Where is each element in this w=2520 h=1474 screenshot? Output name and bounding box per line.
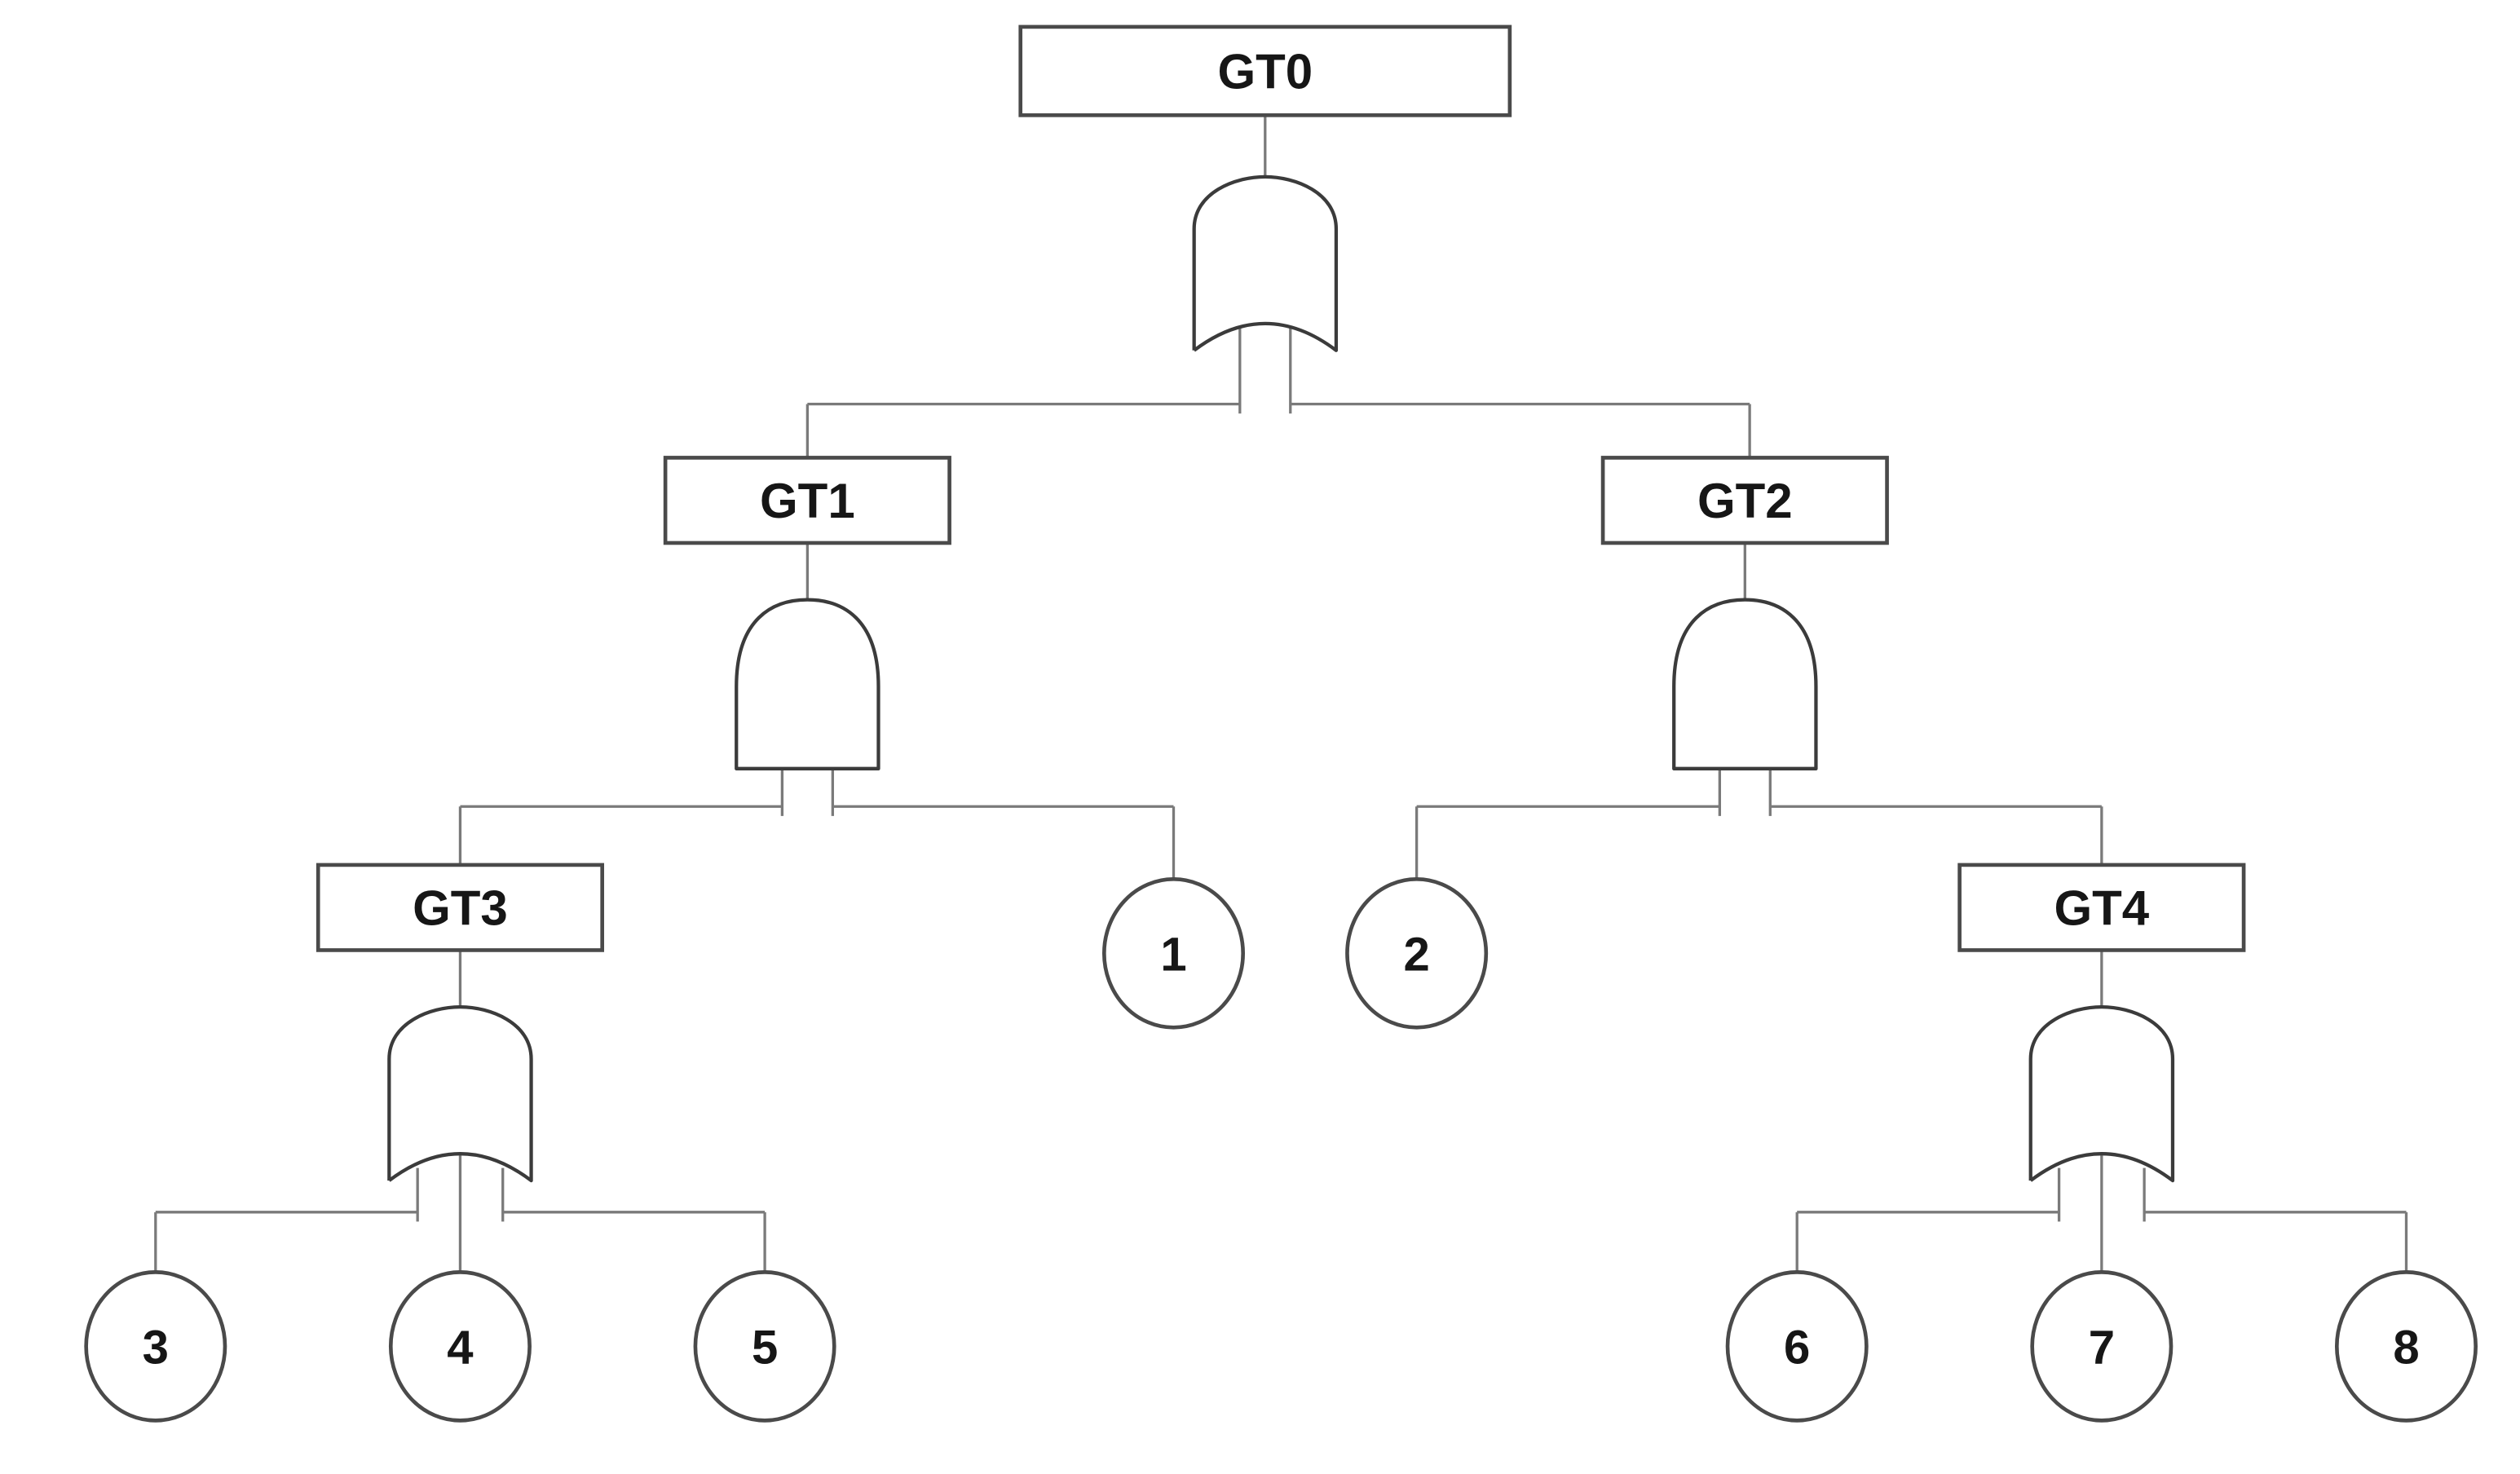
- gt3-label: GT3: [413, 880, 508, 935]
- gt1-box: [663, 456, 951, 545]
- basic-event-4: 4: [388, 1270, 532, 1423]
- wire-gt2-gate-stubs: [1718, 768, 1772, 816]
- gate-symbols: [387, 174, 2175, 1183]
- event-3-label: 3: [143, 1322, 169, 1375]
- wire-gt3-branch-drops: [154, 1211, 766, 1273]
- and-gate-icon: [735, 598, 880, 770]
- basic-event-2: 2: [1345, 877, 1489, 1030]
- event-2-label: 2: [1403, 929, 1429, 982]
- basic-event-3: 3: [84, 1270, 227, 1423]
- gate-node-gt0: GT0: [1018, 24, 1512, 117]
- event-8-circle: [2334, 1270, 2478, 1423]
- event-1-circle: [1102, 877, 1246, 1030]
- gate-node-gt2: GT2: [1600, 456, 1889, 545]
- wire-gt2-branch-drops: [1414, 806, 2103, 880]
- event-4-label: 4: [447, 1322, 473, 1375]
- event-8-label: 8: [2393, 1322, 2419, 1375]
- event-6-circle: [1725, 1270, 1869, 1423]
- gate-node-gt1: GT1: [663, 456, 951, 545]
- and-gate-icon: [1672, 598, 1818, 770]
- gt0-box: [1018, 24, 1512, 117]
- basic-event-7: 7: [2030, 1270, 2174, 1423]
- or-gate-icon: [1192, 174, 1339, 352]
- wire-gt0-branch-drops: [805, 404, 1751, 458]
- basic-event-6: 6: [1725, 1270, 1869, 1423]
- event-6-label: 6: [1784, 1322, 1810, 1375]
- basic-event-5: 5: [693, 1270, 836, 1423]
- event-2-circle: [1345, 877, 1489, 1030]
- event-3-circle: [84, 1270, 227, 1423]
- connector-wires: [154, 115, 2408, 1273]
- gt2-label: GT2: [1697, 474, 1793, 528]
- basic-event-8: 8: [2334, 1270, 2478, 1423]
- event-7-label: 7: [2089, 1322, 2115, 1375]
- wire-gt0-gate-stubs: [1238, 326, 1292, 414]
- event-5-circle: [693, 1270, 836, 1423]
- gt4-label: GT4: [2054, 880, 2150, 935]
- gt2-box: [1600, 456, 1889, 545]
- gate-node-gt4: GT4: [1957, 863, 2246, 952]
- fault-tree-diagram: GT0 GT1 GT2 GT3 GT4 1 2 3 4 5 6: [84, 24, 2478, 1423]
- wire-gt1-branch-drops: [458, 806, 1176, 880]
- wire-gt4-branch-drops: [1795, 1211, 2408, 1273]
- gt4-box: [1957, 863, 2246, 952]
- event-1-label: 1: [1160, 929, 1186, 982]
- or-gate-icon: [387, 1005, 533, 1183]
- event-5-label: 5: [752, 1322, 778, 1375]
- gt0-label: GT0: [1217, 44, 1313, 99]
- gt1-label: GT1: [760, 474, 855, 528]
- gt3-box: [316, 863, 605, 952]
- basic-event-1: 1: [1102, 877, 1246, 1030]
- event-7-circle: [2030, 1270, 2174, 1423]
- or-gate-icon: [2028, 1005, 2175, 1183]
- wire-gt1-gate-stubs: [780, 768, 834, 816]
- gate-node-gt3: GT3: [316, 863, 605, 952]
- event-4-circle: [388, 1270, 532, 1423]
